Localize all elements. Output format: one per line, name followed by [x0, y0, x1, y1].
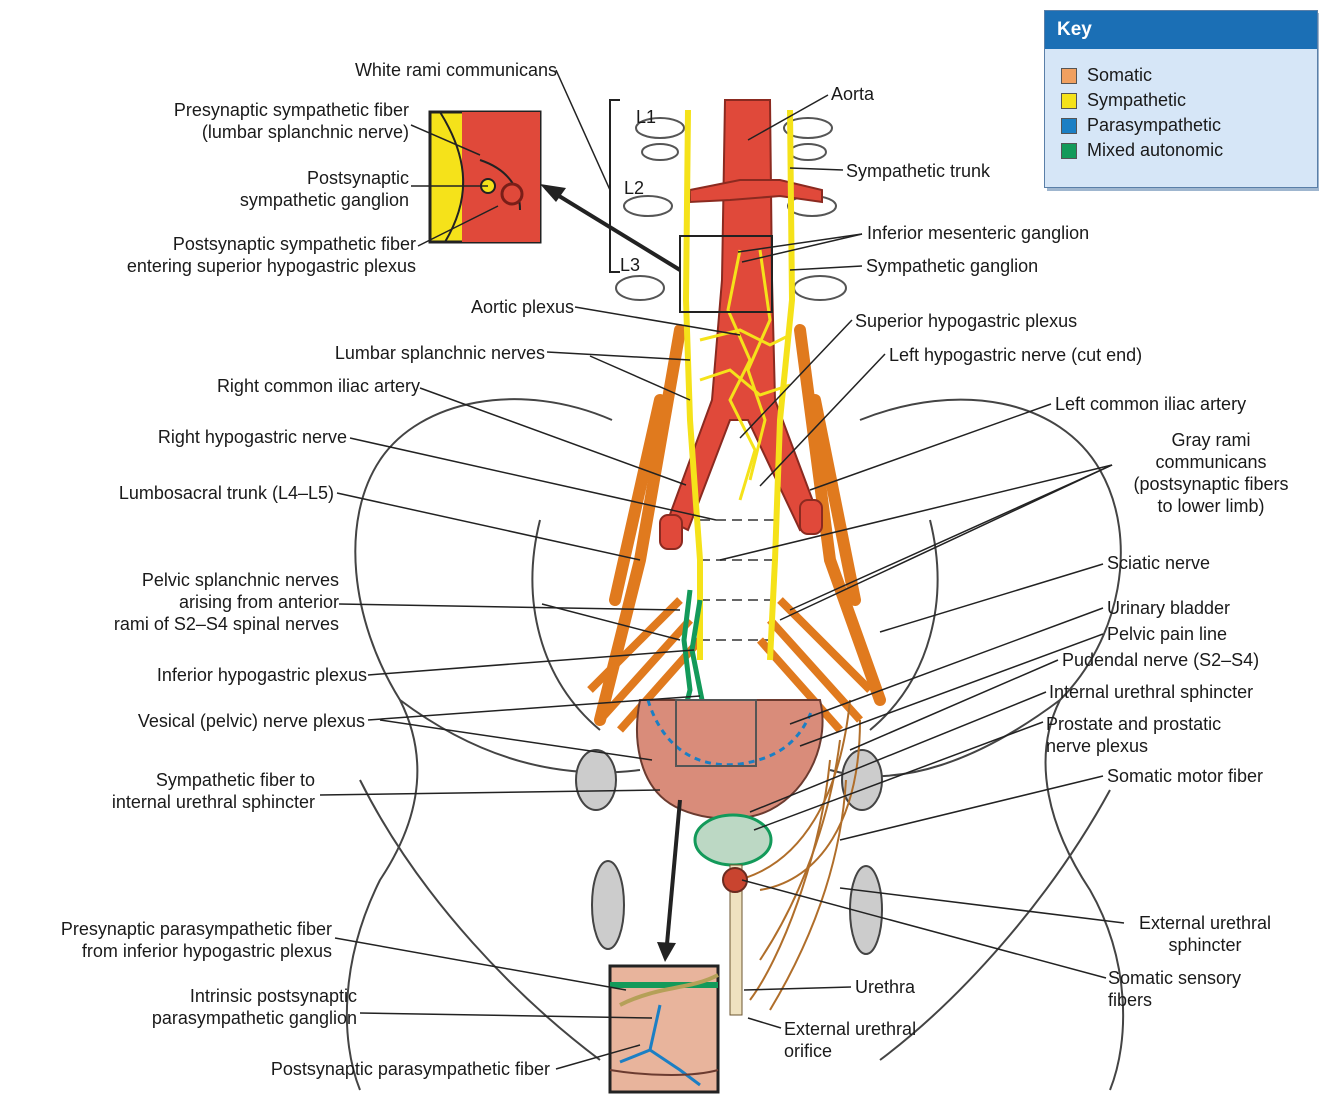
legend-label: Somatic [1087, 65, 1152, 86]
label-inferior-mesenteric-ganglion: Inferior mesenteric ganglion [867, 222, 1089, 244]
label-postsynaptic-sympathetic-ganglion: Postsynaptic sympathetic ganglion [240, 167, 409, 211]
label-somatic-sensory-fibers: Somatic sensory fibers [1108, 967, 1241, 1011]
label-gray-rami-communicans: Gray rami communicans (postsynaptic fibe… [1109, 429, 1313, 517]
label-external-urethral-orifice: External urethral orifice [784, 1018, 916, 1062]
legend-item-somatic: Somatic [1061, 63, 1317, 88]
label-urethra: Urethra [855, 976, 915, 998]
vertebra-label-l3: L3 [620, 254, 640, 276]
vertebra-label-l2: L2 [624, 177, 644, 199]
label-external-urethral-sphincter: External urethral sphincter [1124, 912, 1286, 956]
legend-box: Key Somatic Sympathetic Parasympathetic … [1044, 10, 1318, 188]
left-iliac-cut [800, 500, 822, 534]
label-left-hypogastric-nerve: Left hypogastric nerve (cut end) [889, 344, 1142, 366]
label-presynaptic-sympathetic-fiber: Presynaptic sympathetic fiber (lumbar sp… [174, 99, 409, 143]
right-ischium [592, 861, 624, 949]
label-right-hypogastric-nerve: Right hypogastric nerve [158, 426, 347, 448]
parasympathetic-swatch [1061, 118, 1077, 134]
label-pelvic-pain-line: Pelvic pain line [1107, 623, 1227, 645]
lower-inset-arrowhead [657, 942, 676, 962]
right-iliac-cut [660, 515, 682, 549]
label-somatic-motor-fiber: Somatic motor fiber [1107, 765, 1263, 787]
label-prostate: Prostate and prostatic nerve plexus [1046, 713, 1221, 757]
somatic-swatch [1061, 68, 1077, 84]
label-aortic-plexus: Aortic plexus [471, 296, 574, 318]
label-lumbosacral-trunk: Lumbosacral trunk (L4–L5) [119, 482, 334, 504]
legend-label: Sympathetic [1087, 90, 1186, 111]
label-right-common-iliac-artery: Right common iliac artery [217, 375, 420, 397]
label-sympathetic-ganglion: Sympathetic ganglion [866, 255, 1038, 277]
label-presynaptic-parasympathetic-fiber: Presynaptic parasympathetic fiber from i… [61, 918, 332, 962]
prostate [695, 815, 771, 865]
legend-item-parasympathetic: Parasympathetic [1061, 113, 1317, 138]
legend-label: Mixed autonomic [1087, 140, 1223, 161]
sympathetic-swatch [1061, 93, 1077, 109]
label-sympathetic-fiber-sphincter: Sympathetic fiber to internal urethral s… [112, 769, 315, 813]
label-postsynaptic-sympathetic-fiber: Postsynaptic sympathetic fiber entering … [127, 233, 416, 277]
label-white-rami: White rami communicans [355, 59, 557, 81]
vertebra-label-l1: L1 [636, 106, 656, 128]
left-obturator [842, 750, 882, 810]
label-left-common-iliac-artery: Left common iliac artery [1055, 393, 1246, 415]
lower-inset [610, 966, 718, 1092]
legend-title: Key [1045, 11, 1317, 49]
lower-inset-arrow [666, 800, 680, 955]
label-vesical-nerve-plexus: Vesical (pelvic) nerve plexus [138, 710, 365, 732]
label-urinary-bladder: Urinary bladder [1107, 597, 1230, 619]
mixed-autonomic-swatch [1061, 143, 1077, 159]
bladder [637, 700, 823, 819]
label-internal-urethral-sphincter: Internal urethral sphincter [1049, 681, 1253, 703]
renal-branch [690, 180, 822, 202]
legend-item-sympathetic: Sympathetic [1061, 88, 1317, 113]
label-pudendal-nerve: Pudendal nerve (S2–S4) [1062, 649, 1259, 671]
label-sympathetic-trunk: Sympathetic trunk [846, 160, 990, 182]
right-obturator [576, 750, 616, 810]
legend-label: Parasympathetic [1087, 115, 1221, 136]
legend-items: Somatic Sympathetic Parasympathetic Mixe… [1045, 49, 1317, 163]
label-pelvic-splanchnic-nerves: Pelvic splanchnic nerves arising from an… [114, 569, 339, 635]
upper-inset [430, 112, 540, 242]
label-postsynaptic-parasympathetic-fiber: Postsynaptic parasympathetic fiber [271, 1058, 550, 1080]
inset-bracket [610, 100, 620, 272]
label-inferior-hypogastric-plexus: Inferior hypogastric plexus [157, 664, 367, 686]
label-aorta: Aorta [831, 83, 874, 105]
label-lumbar-splanchnic-nerves: Lumbar splanchnic nerves [335, 342, 545, 364]
label-intrinsic-ganglion: Intrinsic postsynaptic parasympathetic g… [152, 985, 357, 1029]
label-sciatic-nerve: Sciatic nerve [1107, 552, 1210, 574]
label-superior-hypogastric-plexus: Superior hypogastric plexus [855, 310, 1077, 332]
legend-item-mixed-autonomic: Mixed autonomic [1061, 138, 1317, 163]
